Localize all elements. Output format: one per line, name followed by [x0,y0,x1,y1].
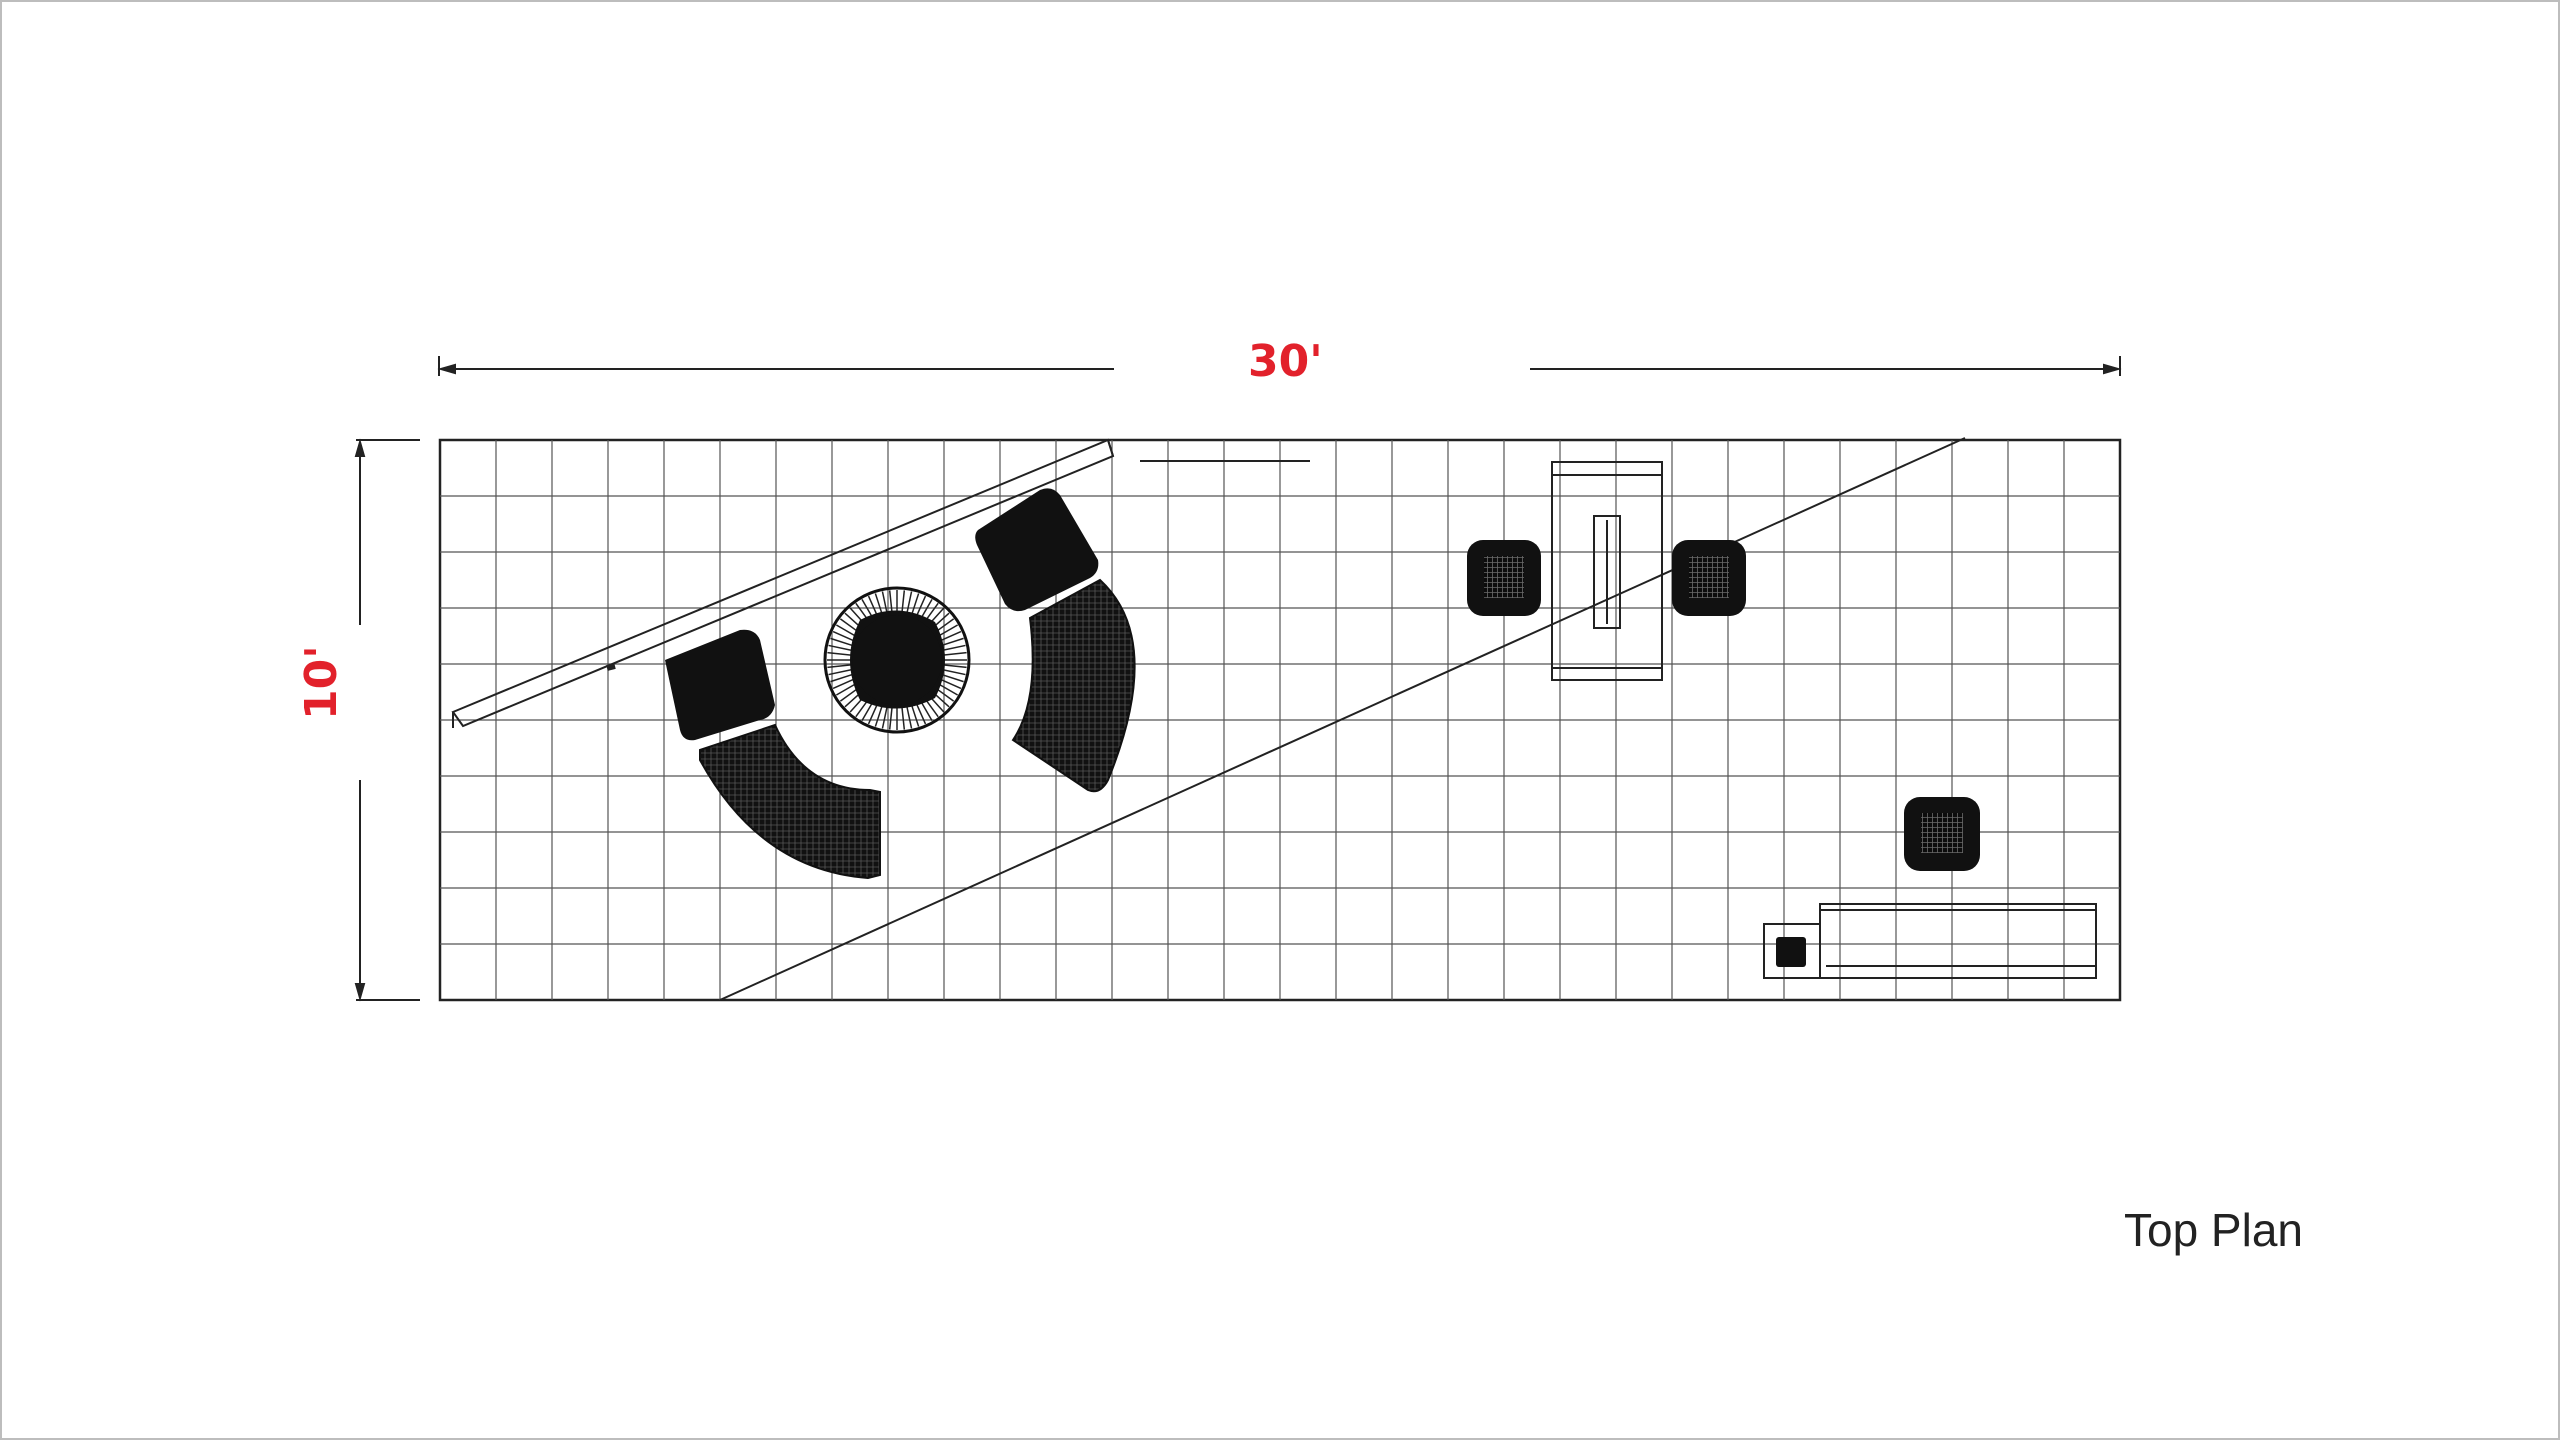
angled-back-wall [451,438,1310,728]
counter [1819,903,2097,979]
floor-grid [438,438,2122,1002]
lounge-chair [1467,540,1541,616]
desk [1551,461,1663,681]
curved-sofa [975,488,1136,793]
diagonal-reference-line [719,437,1966,1001]
lounge-chair [1904,797,1980,871]
depth-dimension-line [354,438,420,1002]
width-dimension-line [437,356,2122,376]
width-dimension-label: 30' [1248,336,1323,387]
curved-sofa [665,629,881,880]
waste-bin [1763,923,1821,979]
round-coffee-table [823,586,971,734]
lounge-chair [1672,540,1746,616]
depth-dimension-label: 10' [296,645,347,720]
plan-title: Top Plan [2123,1204,2303,1256]
